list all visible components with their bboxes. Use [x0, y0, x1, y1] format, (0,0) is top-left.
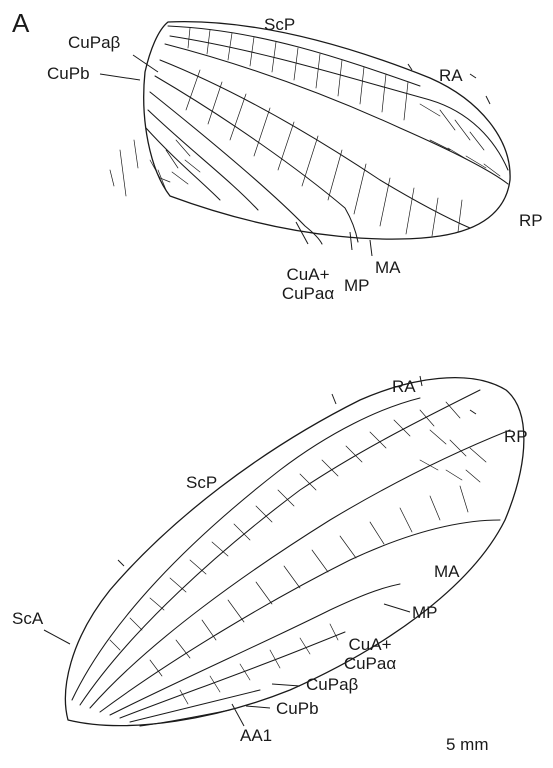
lower-label-ra: RA — [392, 378, 416, 396]
upper-label-cua-line1: CuA+ — [268, 266, 348, 284]
upper-crossveins — [166, 28, 500, 236]
lower-label-aa1: AA1 — [240, 727, 272, 745]
lower-label-ma: MA — [434, 563, 460, 581]
lower-wing — [44, 376, 524, 726]
lower-vein-ma — [100, 520, 500, 712]
upper-label-scp: ScP — [264, 16, 295, 34]
upper-wing-outline — [144, 22, 510, 239]
scale-bar-label: 5 mm — [446, 736, 489, 754]
upper-label-cupa-beta: CuPaβ — [68, 34, 120, 52]
lower-label-cupa-beta: CuPaβ — [306, 676, 358, 694]
upper-base-fragments — [110, 140, 170, 196]
upper-label-ra: RA — [439, 67, 463, 85]
panel-label: A — [12, 8, 29, 39]
lower-label-sca: ScA — [12, 610, 43, 628]
lower-label-mp: MP — [412, 604, 438, 622]
lower-margin-ticks — [118, 376, 476, 566]
upper-vein-cupa — [148, 110, 258, 210]
upper-wing — [100, 22, 510, 256]
lower-crossveins — [110, 402, 486, 704]
upper-vein-ma — [160, 60, 470, 228]
upper-label-rp: RP — [519, 212, 543, 230]
lower-label-cua-line2: CuPaα — [330, 655, 410, 673]
upper-label-ma: MA — [375, 259, 401, 277]
lower-label-cupb: CuPb — [276, 700, 319, 718]
lower-label-scp: ScP — [186, 474, 217, 492]
lower-wing-outline — [65, 378, 523, 726]
upper-leaders — [100, 55, 372, 256]
upper-vein-cua — [150, 92, 322, 244]
lower-vein-cupb — [140, 710, 230, 726]
lower-label-cua-line1: CuA+ — [330, 636, 410, 654]
upper-label-cupb: CuPb — [47, 65, 90, 83]
upper-label-cua-line2: CuPaα — [268, 285, 348, 303]
upper-vein-mp — [155, 76, 358, 242]
lower-label-rp: RP — [504, 428, 528, 446]
